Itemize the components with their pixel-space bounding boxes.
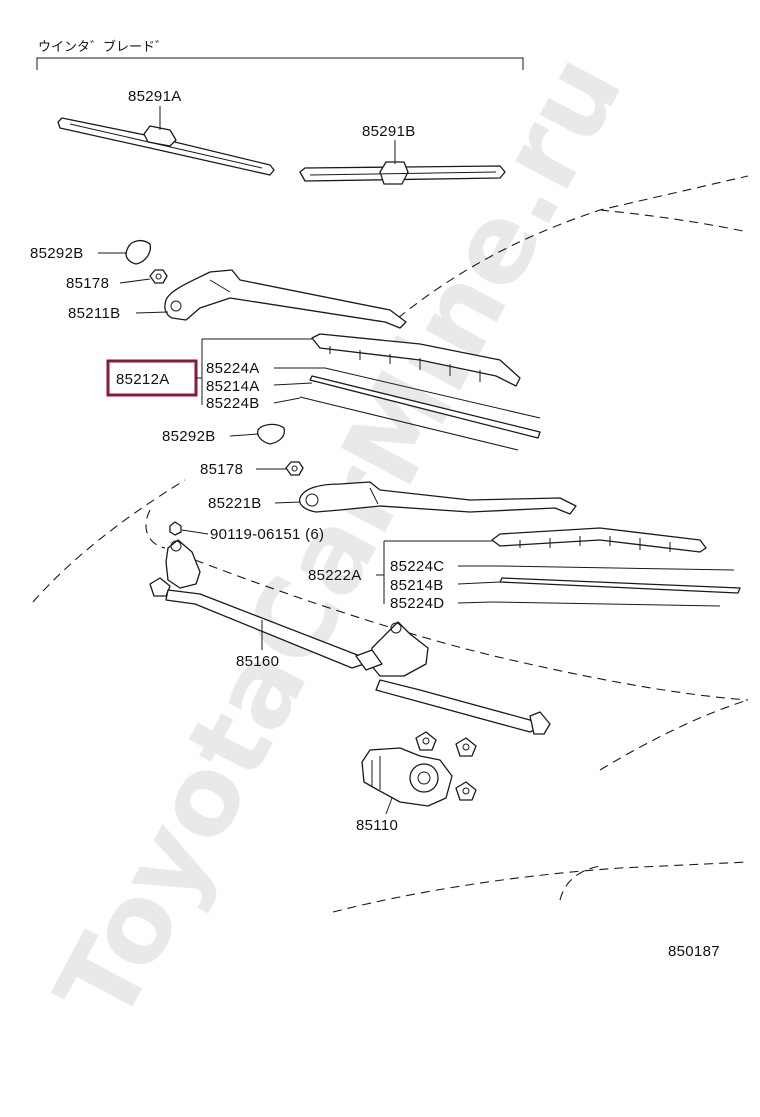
body-outline-fender [599,699,749,771]
body-outline-upper [397,175,749,319]
label-85221b: 85221B [208,495,262,512]
label-90119: 90119-06151 (6) [210,526,324,543]
blade-insert-85224b [299,396,519,451]
label-85160: 85160 [236,653,279,670]
section-bracket [36,57,524,70]
body-outline-lower-edge [559,865,601,901]
front-wiper-blade-a [299,333,541,451]
blade-rubber-85214a [309,375,541,439]
arm-cap-1 [125,239,152,265]
label-85110: 85110 [356,817,398,834]
label-85224c: 85224C [390,558,444,575]
front-wiper-arm [298,481,577,515]
figure-id: 850187 [668,943,720,960]
blade-rubber-85214b [499,577,741,594]
bracket-85212a [196,338,312,405]
label-85224b: 85224B [206,395,260,412]
bracket-85222a [376,540,492,604]
body-outline-pillar [145,509,166,549]
rear-wiper-blade-b [299,161,506,185]
label-85178-2: 85178 [200,461,243,478]
body-outline-lower [332,861,749,913]
body-outline-left [32,479,186,603]
label-85224d: 85224D [390,595,444,612]
cowl-outline [194,559,749,701]
label-85292b-2: 85292B [162,428,216,445]
label-85224a: 85224A [206,360,260,377]
label-85212a[interactable]: 85212A [116,371,170,388]
label-85211b: 85211B [68,305,120,322]
label-85291b: 85291B [362,123,416,140]
label-85214b: 85214B [390,577,444,594]
nut-1 [149,269,168,284]
blade-insert-85224d [491,601,721,607]
section-title: ウインタ゛ブレード゛ [38,39,168,54]
wiper-linkage [149,539,551,735]
label-85222a: 85222A [308,567,362,584]
rear-wiper-blade-a [57,117,275,176]
bolt-90119 [169,521,182,536]
label-85291a: 85291A [128,88,182,105]
wiper-motor [361,731,477,807]
nut-2 [285,461,304,476]
arm-cap-2 [256,423,286,445]
label-85214a: 85214A [206,378,260,395]
body-outline-hood [599,209,749,233]
blade-insert-85224a [324,367,541,419]
label-85178-1: 85178 [66,275,109,292]
blade-insert-85224c [497,565,735,571]
label-85292b-1: 85292B [30,245,84,262]
front-wiper-blade-b [491,527,741,607]
rear-wiper-arm [164,269,407,329]
